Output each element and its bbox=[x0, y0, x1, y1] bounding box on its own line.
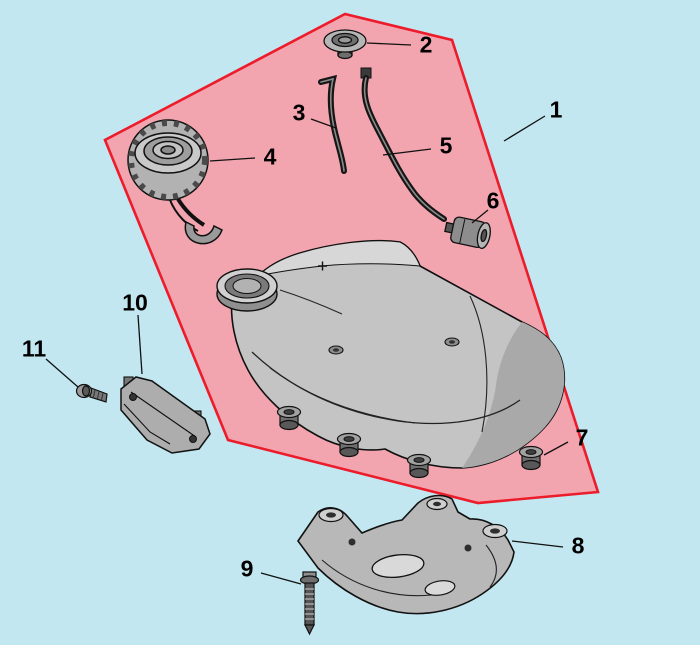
fuel-filter-part bbox=[444, 216, 491, 249]
leader-line-6 bbox=[471, 209, 489, 224]
leader-line-11 bbox=[45, 358, 79, 388]
vent-grommet-part bbox=[323, 29, 367, 60]
callout-9: 9 bbox=[240, 555, 254, 582]
leader-line-10 bbox=[137, 314, 143, 375]
bracket-screw-part bbox=[75, 383, 108, 403]
side-bracket-part bbox=[120, 376, 211, 454]
fuel-line-long-part bbox=[360, 67, 447, 222]
leader-line-2 bbox=[366, 42, 412, 46]
leader-line-8 bbox=[511, 540, 564, 548]
fuel-line-short-part bbox=[318, 74, 347, 174]
callout-2: 2 bbox=[419, 31, 433, 58]
callout-7: 7 bbox=[575, 424, 589, 451]
leader-lines bbox=[45, 42, 569, 585]
callout-11: 11 bbox=[21, 335, 47, 362]
leader-line-5 bbox=[382, 148, 432, 156]
mounting-bolt-part bbox=[299, 571, 320, 636]
leader-line-1 bbox=[503, 115, 546, 142]
leader-line-9 bbox=[260, 572, 302, 585]
mounting-bracket-part bbox=[297, 494, 515, 615]
callout-1: 1 bbox=[549, 96, 563, 123]
leader-line-4 bbox=[209, 157, 256, 162]
callout-8: 8 bbox=[571, 532, 585, 559]
callout-10: 10 bbox=[122, 289, 148, 316]
grommet-part bbox=[406, 453, 432, 479]
callout-4: 4 bbox=[263, 143, 277, 170]
grommet-part bbox=[518, 445, 544, 471]
callout-6: 6 bbox=[486, 187, 500, 214]
leader-line-3 bbox=[310, 118, 337, 129]
fuel-tank-part bbox=[216, 239, 565, 469]
fuel-cap-part bbox=[127, 119, 223, 245]
callout-3: 3 bbox=[292, 99, 306, 126]
grommet-part bbox=[336, 432, 362, 458]
callout-5: 5 bbox=[439, 132, 453, 159]
grommet-part bbox=[276, 405, 302, 431]
leader-line-7 bbox=[543, 441, 569, 456]
